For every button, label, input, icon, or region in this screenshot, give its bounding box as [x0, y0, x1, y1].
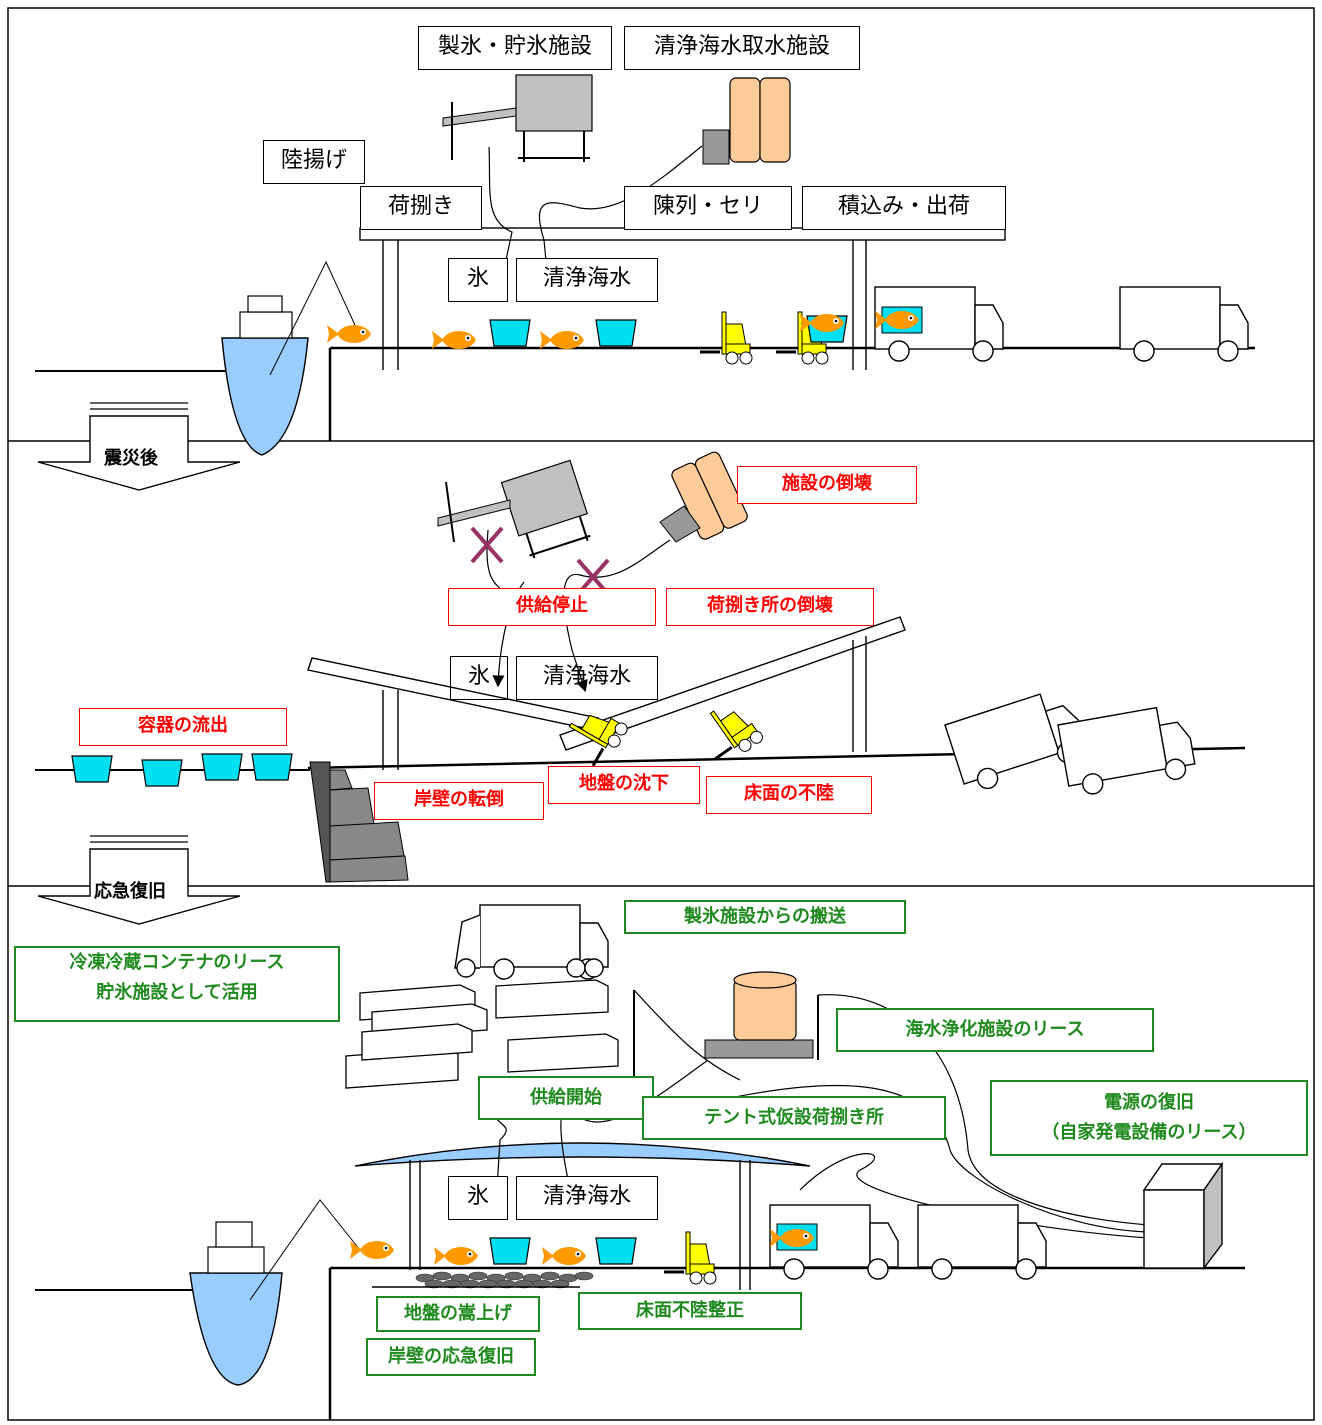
label-ice-transport: 製氷施設からの搬送 [624, 900, 906, 934]
label-facility-collapse: 施設の倒壊 [737, 466, 917, 504]
seawater-plant [702, 77, 791, 165]
label-shed-collapse: 荷捌き所の倒壊 [666, 588, 874, 626]
label-quay-repair: 岸壁の応急復旧 [366, 1338, 536, 1376]
label-power-recovery: 電源の復旧 （自家発電設備のリース） [990, 1080, 1308, 1156]
label-power-line2: （自家発電設備のリース） [1041, 1122, 1257, 1143]
fishing-ship-recovery [189, 1199, 361, 1386]
generator [1142, 1161, 1224, 1271]
seawater-plant-tilted [671, 451, 748, 540]
label-container-lease: 冷凍冷蔵コンテナのリース 貯氷施設として活用 [14, 946, 340, 1022]
label-sorting: 荷捌き [360, 186, 482, 230]
outer-frame [7, 7, 1315, 1421]
label-seawater-lease: 海水浄化施設のリース [836, 1008, 1154, 1052]
label-supply-start: 供給開始 [478, 1076, 654, 1120]
label-landing: 陸揚げ [263, 140, 365, 184]
label-floor-level: 床面不陸整正 [578, 1292, 802, 1330]
callout-clean-seawater-recovery: 清浄海水 [516, 1176, 658, 1220]
seawater-purifier [704, 971, 814, 1059]
label-container-lease-line1: 冷凍冷蔵コンテナのリース [69, 952, 285, 973]
tent-roof [354, 1142, 811, 1167]
toppled-quay [309, 761, 409, 883]
label-power-line1: 電源の復旧 [1104, 1092, 1194, 1113]
callout-clean-seawater: 清浄海水 [516, 258, 658, 302]
cross-mark-ice [470, 526, 504, 564]
panel-before [35, 74, 1255, 456]
stage-label-recovery: 応急復旧 [92, 877, 168, 903]
callout-ice: 氷 [448, 258, 508, 302]
stage-label-after-quake: 震災後 [102, 444, 160, 470]
ice-plant [442, 74, 593, 162]
callout-clean-seawater-damaged: 清浄海水 [516, 656, 658, 700]
ice-plant-tilted [500, 459, 591, 559]
label-ground-raise: 地盤の嵩上げ [376, 1296, 540, 1332]
label-shipping: 積込み・出荷 [802, 186, 1006, 230]
callout-ice-recovery: 氷 [448, 1176, 508, 1220]
label-supply-stop: 供給停止 [448, 588, 656, 626]
label-ice-facility: 製氷・貯氷施設 [418, 26, 612, 70]
callout-ice-damaged: 氷 [450, 656, 508, 700]
label-ground-subsidence: 地盤の沈下 [548, 766, 700, 804]
label-floor-uneven: 床面の不陸 [706, 776, 872, 814]
label-container-lease-line2: 貯氷施設として活用 [96, 982, 258, 1003]
label-quay-overturn: 岸壁の転倒 [374, 782, 544, 820]
label-seawater-facility: 清浄海水取水施設 [624, 26, 860, 70]
label-tent-shed: テント式仮設荷捌き所 [642, 1096, 946, 1140]
panel-after-quake [35, 451, 1246, 883]
panel-recovery [35, 904, 1245, 1420]
reefer-containers [345, 979, 619, 1089]
fishing-ship [221, 260, 361, 456]
label-auction: 陳列・セリ [624, 186, 792, 230]
label-container-outflow: 容器の流出 [79, 708, 287, 746]
gravel-fill [415, 1271, 594, 1289]
